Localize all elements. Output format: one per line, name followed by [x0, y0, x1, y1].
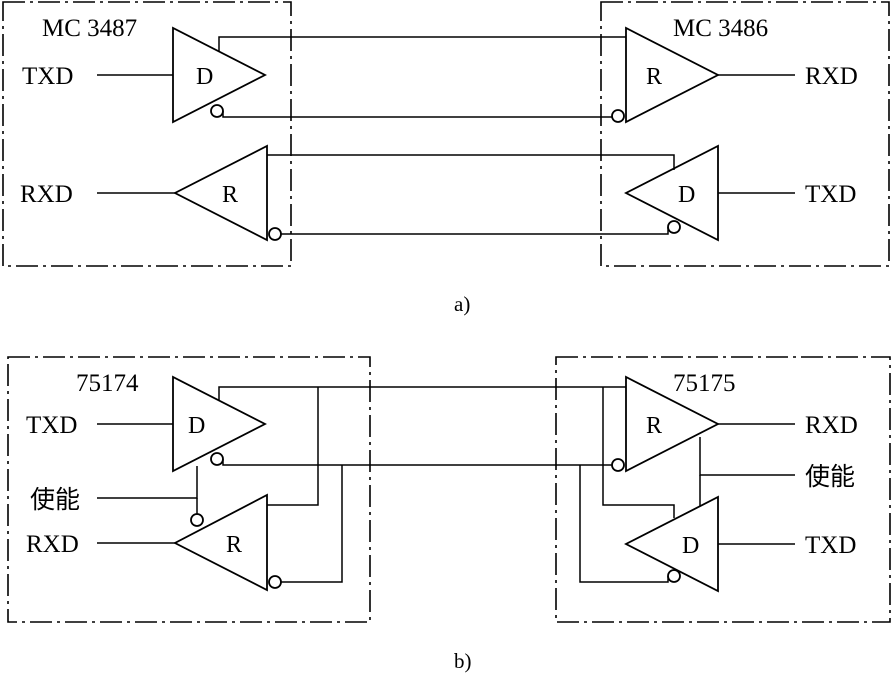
left-receiver-bubble-a	[268, 227, 282, 241]
right-txd-label-b: TXD	[805, 532, 856, 559]
right-rxd-label-a: RXD	[805, 63, 858, 90]
left-receiver-bubble-b	[268, 575, 282, 589]
left-tap-minus-b	[281, 465, 343, 583]
right-txd-label-a: TXD	[805, 181, 856, 208]
right-enable-label-b: 使能	[805, 462, 855, 491]
right-tap-plus-b	[602, 387, 675, 518]
caption-b: b)	[454, 649, 472, 673]
left-enable-label-b: 使能	[30, 485, 80, 514]
right-receiver-bubble-a	[611, 109, 625, 123]
right-chip-box-a	[600, 1, 890, 267]
left-tap-plus-b	[267, 387, 319, 506]
right-driver-bubble-b	[667, 569, 681, 583]
right-rxd-label-b: RXD	[805, 412, 858, 439]
left-receiver-gate-a	[173, 144, 268, 242]
left-rxd-label-b: RXD	[26, 531, 79, 558]
right-enable-wire-b	[699, 437, 795, 476]
left-driver-letter-a: D	[196, 64, 213, 90]
right-chip-label-a: MC 3486	[673, 15, 768, 42]
left-receiver-letter-b: R	[226, 532, 242, 558]
left-driver-letter-b: D	[188, 413, 205, 439]
left-rxd-label-a: RXD	[20, 181, 73, 208]
right-receiver-gate-a	[625, 26, 720, 124]
left-txd-label-a: TXD	[22, 63, 73, 90]
left-txd-label-b: TXD	[26, 412, 77, 439]
right-chip-box-b	[555, 356, 891, 623]
left-chip-box-a	[2, 1, 292, 267]
panel-a: MC 3487 MC 3486 D TXD R RXD R RXD D TXD …	[2, 1, 890, 316]
right-driver-bubble-a	[667, 220, 681, 234]
panel-b: 75174 75175 D TXD R RXD 使能 R RXD D TXD	[7, 356, 891, 673]
left-driver-bubble-a	[210, 104, 224, 118]
left-chip-label-a: MC 3487	[42, 15, 137, 42]
left-enable-bubble-b	[190, 513, 204, 527]
left-enable-wire-b	[97, 466, 198, 499]
left-receiver-gate-b	[173, 493, 268, 592]
bus-wire-a1	[218, 36, 626, 51]
bus-wire-a3	[267, 154, 675, 170]
bus-wire-a4	[281, 227, 669, 235]
right-receiver-letter-b: R	[646, 413, 662, 439]
right-receiver-letter-a: R	[646, 64, 662, 90]
bus-wire-b2	[222, 459, 612, 466]
left-chip-box-b	[7, 356, 371, 623]
right-receiver-gate-b	[625, 375, 720, 473]
right-driver-letter-b: D	[682, 533, 699, 559]
bus-wire-a2	[222, 111, 612, 118]
right-receiver-bubble-b	[611, 458, 625, 472]
bus-wire-b1	[218, 386, 626, 400]
left-chip-label-b: 75174	[76, 370, 139, 397]
right-chip-label-b: 75175	[673, 370, 736, 397]
right-driver-letter-a: D	[678, 182, 695, 208]
left-receiver-letter-a: R	[222, 182, 238, 208]
caption-a: a)	[454, 292, 470, 316]
left-driver-bubble-b	[210, 452, 224, 466]
right-tap-minus-b	[579, 465, 669, 583]
